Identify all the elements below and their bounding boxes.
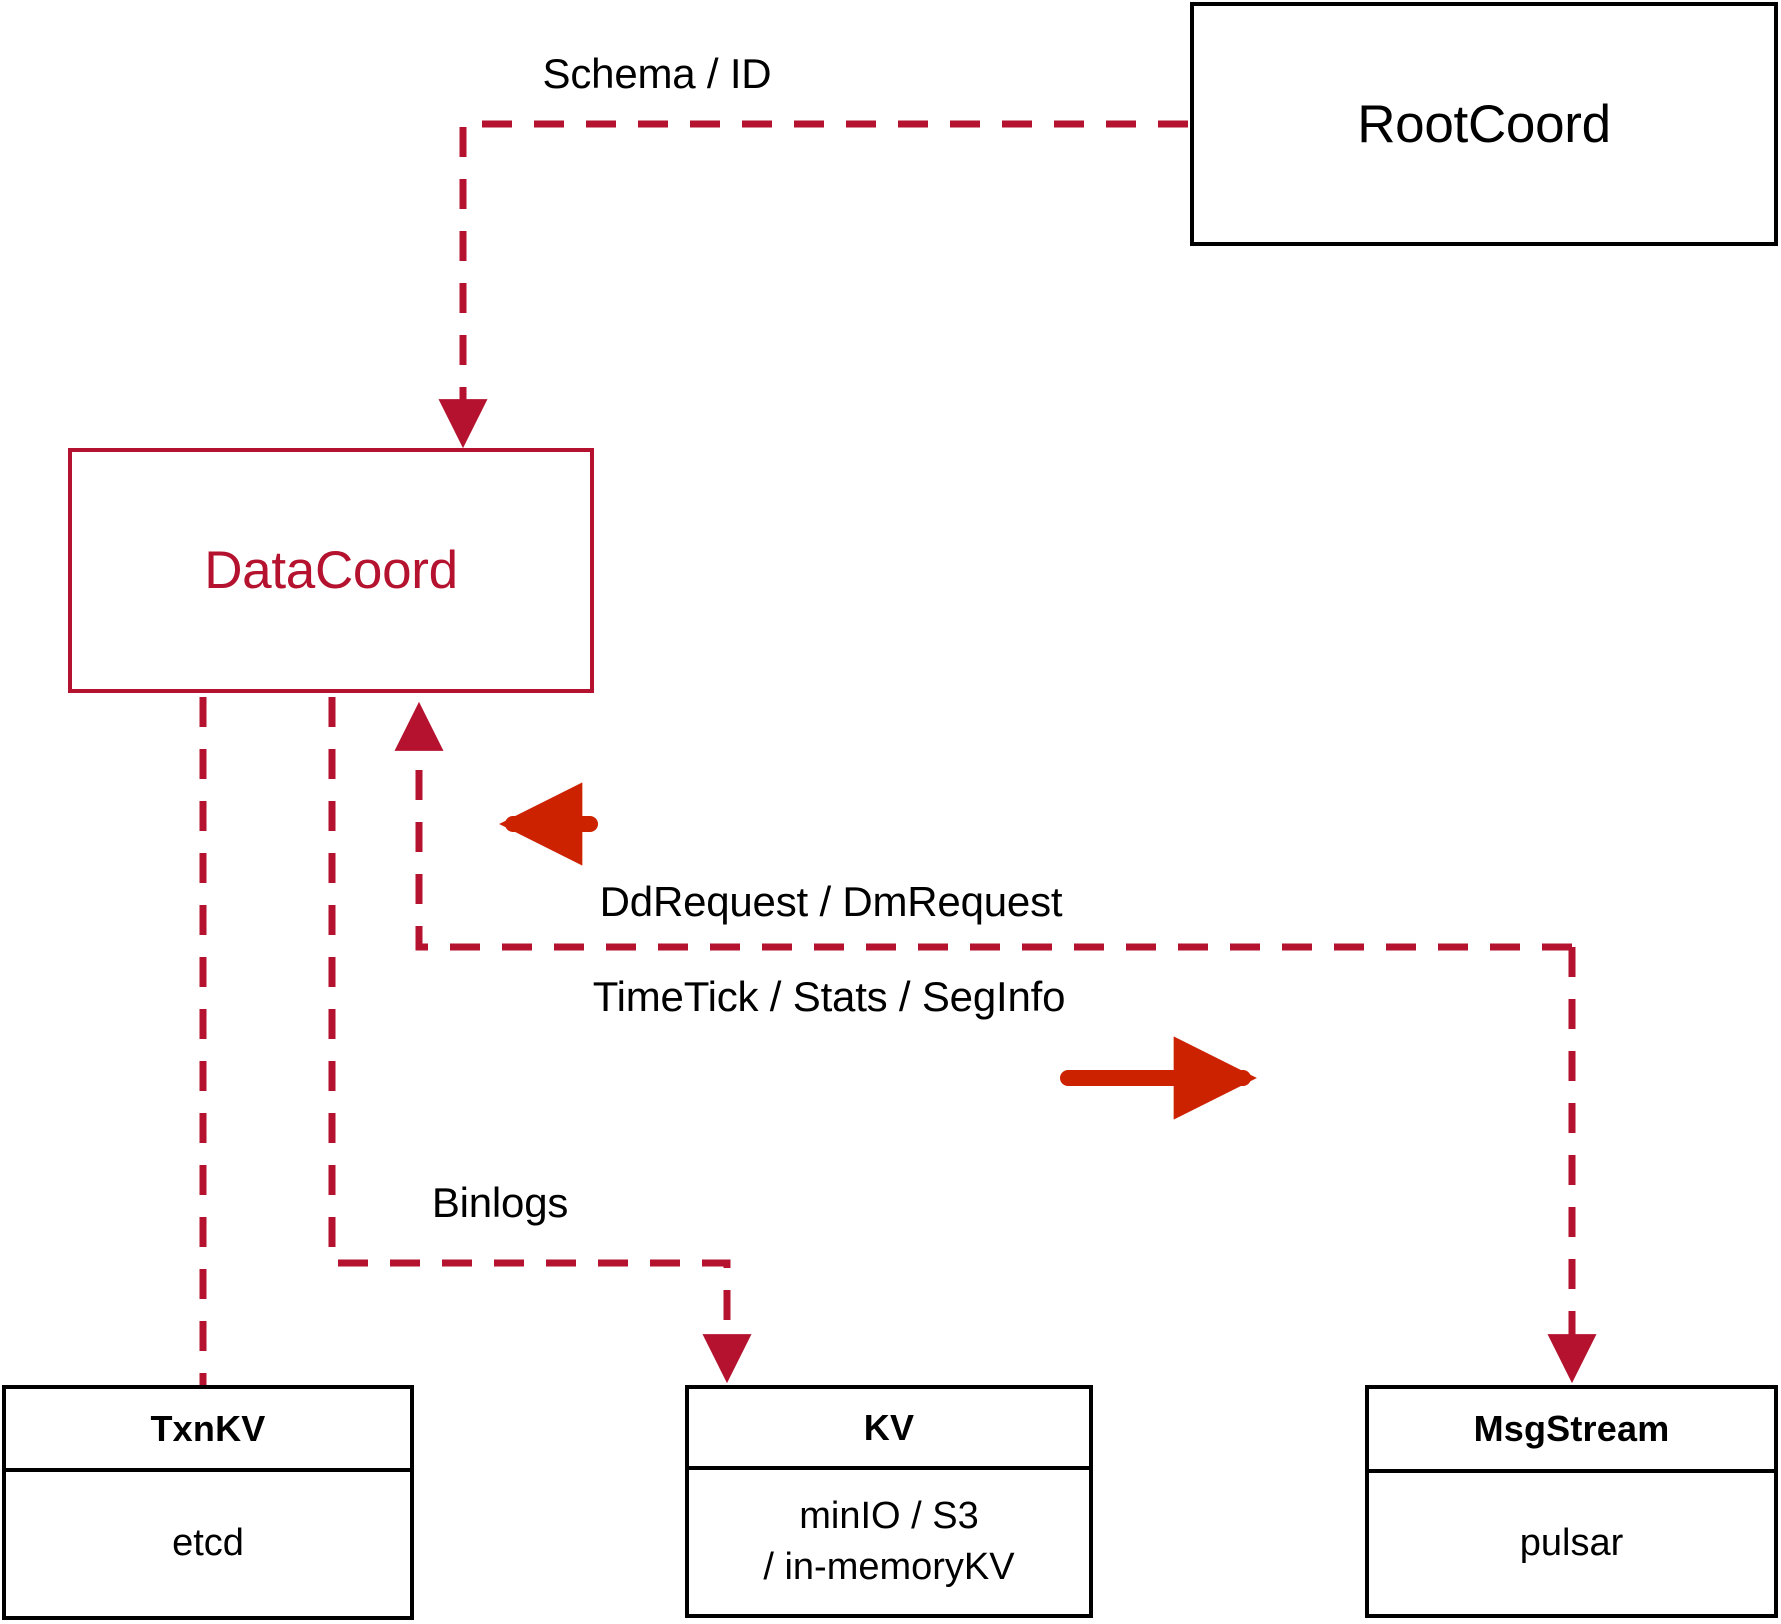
node-kv-impl-line2: / in-memoryKV [763, 1546, 1015, 1588]
node-rootcoord-label: RootCoord [1357, 94, 1611, 154]
node-datacoord[interactable]: DataCoord [68, 448, 594, 693]
node-kv[interactable]: KV minIO / S3 / in-memoryKV [685, 1385, 1093, 1618]
edge-datacoord-to-kv [328, 697, 752, 1384]
node-rootcoord[interactable]: RootCoord [1190, 2, 1778, 246]
edge-label-timetick-stats-seginfo: TimeTick / Stats / SegInfo [592, 973, 1066, 1020]
edge-label-binlogs: Binlogs [431, 1179, 569, 1226]
node-kv-impl-line1: minIO / S3 [799, 1494, 979, 1537]
node-txnkv[interactable]: TxnKV etcd [2, 1385, 414, 1620]
node-msgstream-impl-line1: pulsar [1519, 1521, 1624, 1564]
node-msgstream[interactable]: MsgStream pulsar [1365, 1385, 1778, 1618]
edge-label-schema-id: Schema / ID [542, 50, 772, 97]
node-kv-title: KV [689, 1389, 1089, 1470]
node-txnkv-title: TxnKV [6, 1389, 410, 1472]
node-txnkv-body: etcd [6, 1472, 410, 1616]
node-msgstream-title: MsgStream [1369, 1389, 1774, 1473]
node-txnkv-impl-line1: etcd [172, 1522, 244, 1565]
node-kv-body: minIO / S3 / in-memoryKV [689, 1470, 1089, 1614]
node-msgstream-body: pulsar [1369, 1473, 1774, 1614]
node-datacoord-label: DataCoord [204, 541, 458, 600]
edge-rootcoord-to-datacoord [438, 120, 1188, 449]
edge-label-dd-dm-request: DdRequest / DmRequest [599, 878, 1063, 925]
